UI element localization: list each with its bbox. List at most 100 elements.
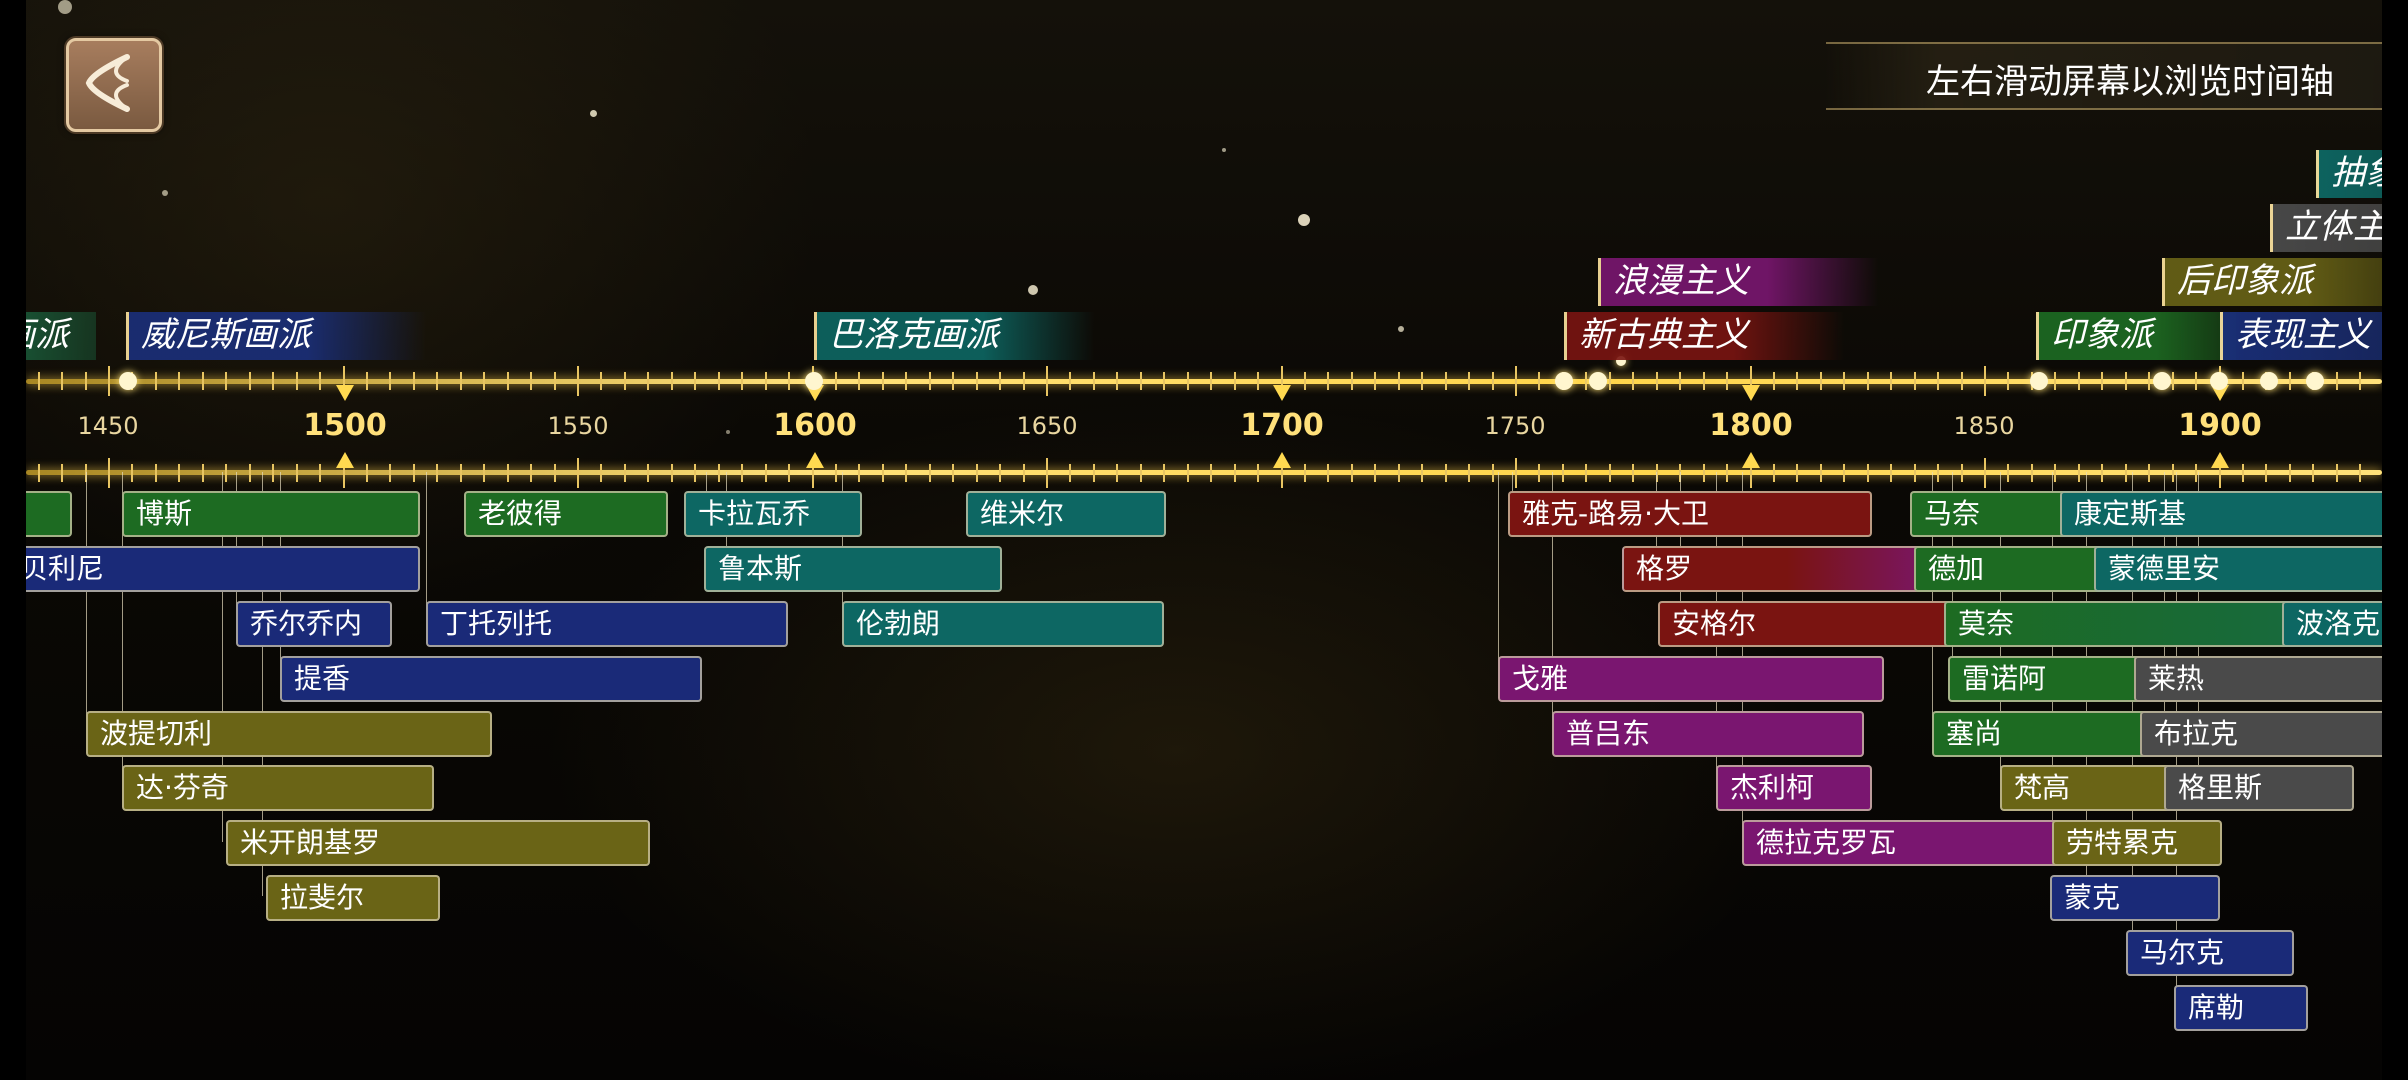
artist-bar-leger[interactable]: 莱热 [2134, 656, 2382, 702]
artist-bar-gros[interactable]: 格罗 [1622, 546, 1952, 592]
axis-tick [2288, 464, 2291, 482]
axis-tick [577, 366, 579, 396]
year-label-1500: 1500 [303, 408, 387, 443]
axis-tick [1866, 464, 1869, 482]
axis-tick [600, 372, 603, 390]
star [1398, 326, 1404, 332]
artist-bar-cezanne[interactable]: 塞尚 [1932, 711, 2152, 757]
axis-tick [694, 464, 697, 482]
movement-node [805, 372, 823, 390]
artist-bar-marc[interactable]: 马尔克 [2126, 930, 2294, 976]
lifespan-line [122, 472, 123, 788]
artist-bar-toulouse-lautrec[interactable]: 劳特累克 [2052, 820, 2222, 866]
artist-bar-giorgione[interactable]: 乔尔乔内 [236, 601, 392, 647]
artist-bar-renoir[interactable]: 雷诺阿 [1948, 656, 2168, 702]
movement-label-romanticism[interactable]: 浪漫主义 [1598, 258, 1878, 306]
movement-label[interactable]: 画派 [26, 312, 96, 360]
axis-tick [154, 464, 157, 482]
artist-bar-tintoretto[interactable]: 丁托列托 [426, 601, 788, 647]
artist-bar-caravaggio[interactable]: 卡拉瓦乔 [684, 491, 862, 537]
timeline-scene[interactable]: 左右滑动屏幕以浏览时间轴 1450 1500 1550 1600 1650 17… [26, 0, 2382, 1080]
movement-label-neoclassicism[interactable]: 新古典主义 [1564, 312, 1844, 360]
artist-bar-rubens[interactable]: 鲁本斯 [704, 546, 1002, 592]
movement-label-abstract[interactable]: 抽象 [2316, 150, 2382, 198]
movement-label-venetian[interactable]: 威尼斯画派 [126, 312, 426, 360]
artist-bar-schiele[interactable]: 席勒 [2174, 985, 2308, 1031]
axis-tick [201, 372, 204, 390]
axis-tick [108, 458, 110, 488]
axis-tick [881, 372, 884, 390]
back-button[interactable] [66, 38, 162, 132]
lifespan-line [1552, 472, 1553, 732]
artist-bar-da-vinci[interactable]: 达·芬奇 [122, 765, 434, 811]
axis-tick [928, 372, 931, 390]
axis-tick [1702, 464, 1705, 482]
year-label-1800: 1800 [1709, 408, 1793, 443]
year-label-1900: 1900 [2178, 408, 2262, 443]
year-label-1700: 1700 [1240, 408, 1324, 443]
artist-bar-raphael[interactable]: 拉斐尔 [266, 875, 440, 921]
axis-tick [2265, 464, 2268, 482]
axis-tick [2312, 464, 2315, 482]
movement-label-post-impressionism[interactable]: 后印象派 [2162, 258, 2382, 306]
artist-bar-gris[interactable]: 格里斯 [2164, 765, 2354, 811]
axis-tick [61, 464, 64, 482]
axis-tick [1233, 464, 1236, 482]
artist-bar-bosch[interactable]: 博斯 [122, 491, 420, 537]
axis-tick [2195, 464, 2198, 482]
axis-tick [2077, 372, 2080, 390]
artist-bar-bruegel[interactable]: 老彼得 [464, 491, 668, 537]
axis-tick [1655, 372, 1658, 390]
axis-tick [530, 464, 533, 482]
artist-bar-mondrian[interactable]: 蒙德里安 [2094, 546, 2382, 592]
artist-bar-ingres[interactable]: 安格尔 [1658, 601, 1998, 647]
artist-bar-gericault[interactable]: 杰利柯 [1716, 765, 1872, 811]
axis-tick [1186, 372, 1189, 390]
marker-down-1700 [1273, 385, 1291, 401]
artist-bar-degas[interactable]: 德加 [1914, 546, 2114, 592]
axis-tick [764, 372, 767, 390]
axis-tick [1444, 464, 1447, 482]
artist-bar-botticelli[interactable]: 波提切利 [86, 711, 492, 757]
axis-tick [834, 372, 837, 390]
artist-bar-bellini[interactable]: 贝利尼 [26, 546, 420, 592]
axis-tick [365, 372, 368, 390]
marker-down-1800 [1742, 385, 1760, 401]
axis-tick [2077, 464, 2080, 482]
artist-bar[interactable] [26, 491, 72, 537]
axis-tick [1679, 372, 1682, 390]
artist-bar-kandinsky[interactable]: 康定斯基 [2060, 491, 2382, 537]
axis-tick [2101, 372, 2104, 390]
artist-bar-rembrandt[interactable]: 伦勃朗 [842, 601, 1164, 647]
artist-bar-delacroix[interactable]: 德拉克罗瓦 [1742, 820, 2076, 866]
lower-axis-line [26, 470, 2382, 475]
movement-label-cubism[interactable]: 立体主义 [2270, 204, 2382, 252]
axis-tick [2148, 372, 2151, 390]
left-letterbox [0, 0, 26, 1080]
artist-bar-pollock[interactable]: 波洛克 [2282, 601, 2382, 647]
axis-tick [952, 464, 955, 482]
artist-bar-titian[interactable]: 提香 [280, 656, 702, 702]
movement-node [119, 372, 137, 390]
artist-bar-vermeer[interactable]: 维米尔 [966, 491, 1166, 537]
artist-bar-michelangelo[interactable]: 米开朗基罗 [226, 820, 650, 866]
artist-bar-monet[interactable]: 莫奈 [1944, 601, 2314, 647]
axis-tick [928, 464, 931, 482]
axis-tick [342, 458, 345, 488]
artist-bar-van-gogh[interactable]: 梵高 [2000, 765, 2176, 811]
axis-tick [2335, 464, 2338, 482]
artist-bar-munch[interactable]: 蒙克 [2050, 875, 2220, 921]
axis-tick [1468, 464, 1471, 482]
movement-label-impressionism[interactable]: 印象派 [2036, 312, 2236, 360]
artist-bar-goya[interactable]: 戈雅 [1498, 656, 1884, 702]
artist-bar-braque[interactable]: 布拉克 [2140, 711, 2382, 757]
movement-label-baroque[interactable]: 巴洛克画派 [814, 312, 1094, 360]
axis-tick [1632, 372, 1635, 390]
lifespan-line [86, 472, 87, 734]
axis-tick [1257, 464, 1260, 482]
axis-tick [1608, 372, 1611, 390]
axis-tick [694, 372, 697, 390]
artist-bar-prudhon[interactable]: 普吕东 [1552, 711, 1864, 757]
artist-bar-david[interactable]: 雅克-路易·大卫 [1508, 491, 1872, 537]
movement-label-expressionism[interactable]: 表现主义 [2220, 312, 2382, 360]
